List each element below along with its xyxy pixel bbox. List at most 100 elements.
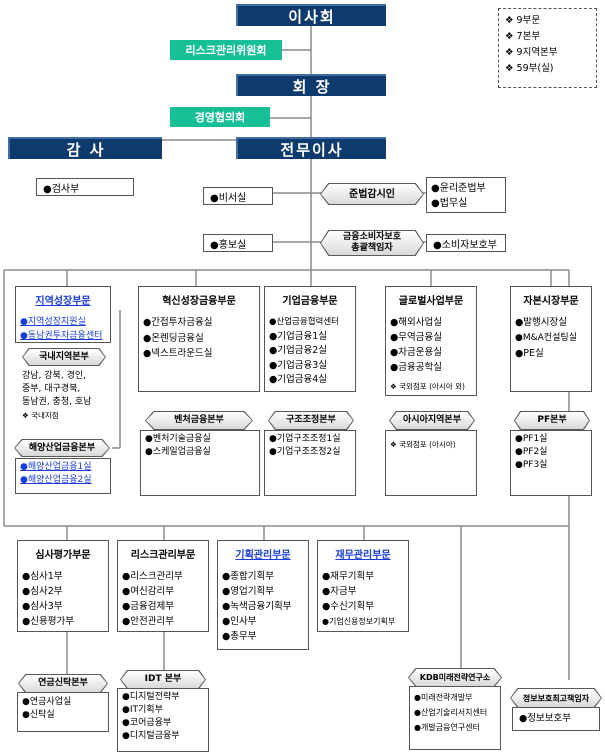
marine-hq-box: 해양산업금융본부 <box>14 439 110 457</box>
corporate-item: ●기업금융2실 <box>269 345 328 356</box>
capital-item: ●PE실 <box>515 348 544 359</box>
credit-item: ●심사1부 <box>22 571 63 582</box>
idt-item: ●IT기획부 <box>122 705 163 715</box>
corporate-item: ●산업금융협력센터 <box>269 317 339 327</box>
pension-dept-box: ●연금사업실 ●신탁실 <box>17 692 109 732</box>
global-division-box: 글로벌사업부문 ●해외사업실 ●무역금융실 ●자금운용실 ●금융공학실 ❖ 국외… <box>385 286 477 396</box>
risk-item: ●안전관리부 <box>122 616 174 627</box>
mgmt-council-box: 경영협의회 <box>170 107 270 127</box>
consumer-dept-box: ●소비자보호부 <box>426 234 506 252</box>
secretary-label: ●비서실 <box>210 192 247 204</box>
venture-hq-box: 벤처금융본부 <box>145 411 253 430</box>
venture-dept-box: ●벤처기술금융실 ●스케일업금융실 <box>140 430 260 496</box>
innovation-division-box: 혁신성장금융부문 ●간접투자금융실 ●온렌딩금융실 ●넥스트라운드실 <box>138 286 260 392</box>
global-item: ●해외사업실 <box>390 317 442 328</box>
pension-hq-box: 연금신탁본부 <box>18 674 108 693</box>
corporate-division-box: 기업금융부문 ●산업금융협력센터 ●기업금융1실 ●기업금융2실 ●기업금융3실… <box>264 286 356 392</box>
audit-dept-box: ●검사부 <box>36 178 134 196</box>
marine-hq-label: 해양산업금융본부 <box>15 440 109 456</box>
pension-item: ●연금사업실 <box>22 697 72 707</box>
chairman-box: 회 장 <box>236 74 386 96</box>
compliance-officer-box: 준법감시인 <box>320 183 424 205</box>
asia-hq-label: 아시아지역본부 <box>390 412 474 429</box>
idt-hq-label: IDT 본부 <box>121 671 205 688</box>
kdb-research-item: ●산업기술리서치센터 <box>414 708 488 717</box>
secretary-box: ●비서실 <box>203 187 273 205</box>
finance-item: ●기업신용정보기획부 <box>322 617 396 626</box>
compliance-officer-label: 준법감시인 <box>321 184 423 204</box>
domestic-hq-label: 국내지역본부 <box>23 349 105 365</box>
legend-box: ❖ 9부문 ❖ 7본부 ❖ 9지역본부 ❖ 59부(실) <box>498 8 597 88</box>
compliance-item: ●윤리준법부 <box>431 183 486 194</box>
credit-division-box: 심사평가부문 ●심사1부 ●심사2부 ●심사3부 ●신용평가부 <box>17 540 109 632</box>
consumer-dept-label: ●소비자보호부 <box>433 239 497 251</box>
restructure-hq-box: 구조조정본부 <box>268 411 354 430</box>
corporate-item: ●기업금융3실 <box>269 359 328 371</box>
pf-item: ●PF1실 <box>515 434 548 444</box>
regional-item: ●동남권투자금융센터 <box>20 331 103 341</box>
kdb-research-label: KDB미래전략연구소 <box>409 669 501 686</box>
restructure-item: ●기업구조조정2실 <box>269 447 341 457</box>
regional-division-box: 지역성장부문 ●지역성장지원실 ●동남권투자금융센터 <box>15 286 111 343</box>
pf-dept-box: ●PF1실 ●PF2실 ●PF3실 <box>510 430 592 496</box>
info-security-hq-box: 정보보호최고책임자 <box>510 688 602 708</box>
compliance-dept-box: ●윤리준법부 ●법무실 <box>426 177 506 213</box>
capital-division-title: 자본시장부문 <box>511 287 591 311</box>
marine-dept-box: ●해양산업금융1실 ●해양산업금융2실 <box>15 458 111 494</box>
global-item: ●자금운용실 <box>390 347 442 358</box>
risk-item: ●여신감리부 <box>122 586 174 597</box>
restructure-hq-label: 구조조정본부 <box>269 412 353 429</box>
kdb-research-item: ●개발금융연구센터 <box>414 723 480 732</box>
credit-item: ●심사2부 <box>22 586 63 597</box>
innovation-item: ●간접투자금융실 <box>143 317 213 328</box>
global-division-title: 글로벌사업부문 <box>386 287 476 311</box>
domestic-regions: 강남, 강북, 경인, 중부, 대구경북, 동남권, 충청, 호남 ❖ 국내지점 <box>22 370 114 430</box>
planning-item: ●영업기획부 <box>222 586 274 597</box>
finance-item: ●자금부 <box>322 586 357 597</box>
global-item: ●금융공학실 <box>390 362 442 373</box>
pension-item: ●신탁실 <box>22 710 55 720</box>
innovation-item: ●온렌딩금융실 <box>143 332 204 344</box>
consumer-officer-box: 금융소비자보호 총괄책임자 <box>320 230 424 256</box>
planning-item: ●총무부 <box>222 631 257 642</box>
venture-item: ●벤처기술금융실 <box>145 434 211 444</box>
finance-division-box: 재무관리부문 ●재무기획부 ●자금부 ●수신기획부 ●기업신용정보기획부 <box>317 540 409 632</box>
pr-label: ●홍보실 <box>210 239 247 251</box>
info-security-item: ●정보보호부 <box>519 713 571 724</box>
restructure-item: ●기업구조조정1실 <box>269 434 341 444</box>
pf-item: ●PF3실 <box>515 460 548 470</box>
credit-item: ●심사3부 <box>22 601 63 612</box>
innovation-division-title: 혁신성장금융부문 <box>139 287 259 311</box>
risk-division-title: 리스크관리부문 <box>118 541 208 565</box>
venture-item: ●스케일업금융실 <box>145 447 211 457</box>
marine-item: ●해양산업금융1실 <box>20 462 92 472</box>
risk-division-box: 리스크관리부문 ●리스크관리부 ●여신감리부 ●금융검제부 ●안전관리부 <box>117 540 209 632</box>
risk-item: ●금융검제부 <box>122 601 174 612</box>
legend-item: ❖ 59부(실) <box>505 63 554 74</box>
audit-dept-label: ●검사부 <box>43 183 80 195</box>
compliance-item: ●법무실 <box>431 198 468 209</box>
exec-director-box: 전무이사 <box>236 137 386 159</box>
idt-item: ●코어금융부 <box>122 718 172 728</box>
legend-item: ❖ 7본부 <box>505 31 541 42</box>
finance-item: ●수신기획부 <box>322 601 374 612</box>
marine-item: ●해양산업금융2실 <box>20 475 92 485</box>
asia-hq-box: 아시아지역본부 <box>389 411 475 430</box>
idt-dept-box: ●디지털전략부 ●IT기획부 ●코어금융부 ●디지털금융부 <box>117 688 209 752</box>
planning-item: ●종합기획부 <box>222 571 274 582</box>
risk-committee-label: 리스크관리위원회 <box>185 44 267 57</box>
capital-item: ●발행시장실 <box>515 317 567 328</box>
pension-hq-label: 연금신탁본부 <box>19 675 107 692</box>
mgmt-council-label: 경영협의회 <box>194 111 246 124</box>
consumer-officer-line: 총괄책임자 <box>351 243 393 253</box>
finance-division-title: 재무관리부문 <box>318 541 408 565</box>
risk-committee-box: 리스크관리위원회 <box>170 40 282 60</box>
regional-item: ●지역성장지원실 <box>20 317 86 327</box>
planning-division-title: 기획관리부문 <box>218 541 308 565</box>
planning-division-box: 기획관리부문 ●종합기획부 ●영업기획부 ●녹색금융기획부 ●인사부 ●총무부 <box>217 540 309 650</box>
pf-hq-box: PF본부 <box>514 411 590 430</box>
restructure-dept-box: ●기업구조조정1실 ●기업구조조정2실 <box>264 430 356 496</box>
global-overseas-note: ❖ 국외점포 (아시아 외) <box>390 382 465 391</box>
finance-item: ●재무기획부 <box>322 571 374 582</box>
domestic-branch-note: ❖ 국내지점 <box>22 411 59 420</box>
